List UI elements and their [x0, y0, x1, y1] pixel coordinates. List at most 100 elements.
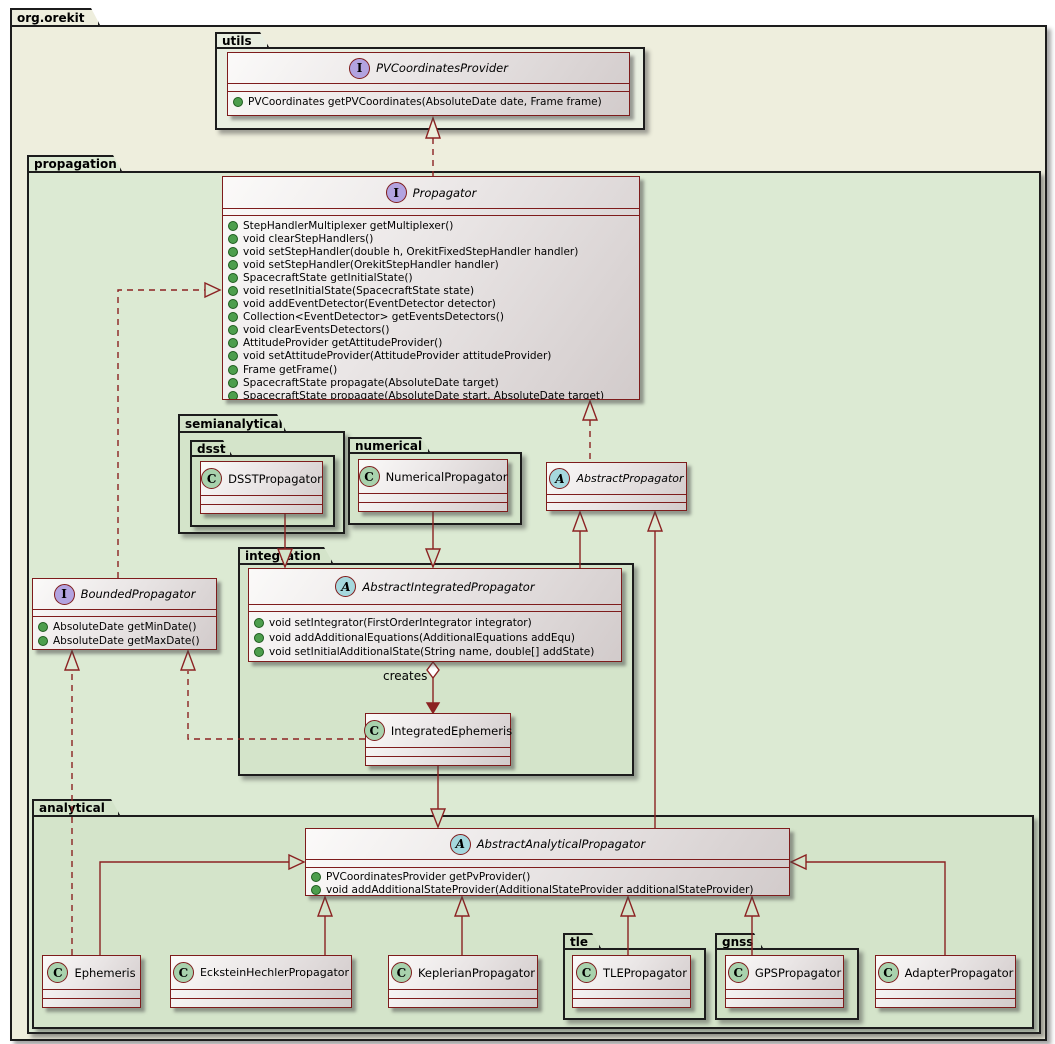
class-icon: C: [358, 466, 380, 487]
method-row: void addAdditionalStateProvider(Addition…: [311, 884, 784, 895]
method-row: SpacecraftState getInitialState(): [228, 271, 634, 284]
public-method-icon: [311, 871, 321, 882]
method-text: AbsoluteDate getMaxDate(): [53, 635, 200, 647]
class-name: AbstractAnalyticalPropagator: [476, 837, 646, 851]
class-boundedpropagator: I BoundedPropagator AbsoluteDate getMinD…: [32, 578, 217, 650]
public-method-icon: [228, 299, 238, 310]
method-row: void clearEventsDetectors(): [228, 324, 634, 337]
method-text: PVCoordinatesProvider getPvProvider(): [326, 870, 531, 883]
method-row: AbsoluteDate getMaxDate(): [38, 634, 211, 648]
class-name: KeplerianPropagator: [417, 965, 536, 980]
class-header: C IntegratedEphemeris: [363, 714, 513, 747]
method-row: void clearStepHandlers(): [228, 232, 634, 245]
method-text: SpacecraftState propagate(AbsoluteDate s…: [243, 389, 605, 399]
public-method-icon: [254, 632, 264, 643]
class-name: Ephemeris: [74, 965, 136, 980]
package-tab-utils: utils: [215, 32, 269, 47]
public-method-icon: [38, 622, 48, 632]
package-tab-tle: tle: [563, 933, 601, 948]
interface-icon: I: [349, 57, 371, 79]
class-icon: C: [47, 962, 69, 983]
method-row: void addAdditionalEquations(AdditionalEq…: [254, 631, 616, 646]
class-header: A AbstractIntegratedPropagator: [249, 569, 621, 604]
class-integratedephemeris: C IntegratedEphemeris: [363, 713, 513, 766]
method-text: void addAdditionalStateProvider(Addition…: [326, 884, 754, 895]
method-text: void resetInitialState(SpacecraftState s…: [243, 285, 475, 298]
abstract-class-icon: A: [449, 833, 471, 855]
method-row: AttitudeProvider getAttitudeProvider(): [228, 337, 634, 350]
class-abstractpropagator: A AbstractPropagator: [546, 462, 687, 511]
public-method-icon: [254, 618, 264, 629]
package-tab-propagation: propagation: [27, 155, 122, 171]
class-icon: C: [201, 468, 223, 489]
public-method-icon: [254, 647, 264, 658]
class-numericalpropagator: C NumericalPropagator: [358, 459, 508, 512]
class-name: NumericalPropagator: [385, 469, 508, 484]
class-abstractintegratedpropagator: A AbstractIntegratedPropagator void setI…: [248, 568, 622, 662]
package-tab-numerical: numerical: [348, 437, 430, 452]
public-method-icon: [311, 885, 321, 895]
class-name: AbstractIntegratedPropagator: [362, 579, 535, 594]
class-pvcoordinatesprovider: I PVCoordinatesProvider PVCoordinates ge…: [227, 52, 630, 116]
method-row: AbsoluteDate getMinDate(): [38, 620, 211, 634]
method-row: void setAttitudeProvider(AttitudeProvide…: [228, 350, 634, 363]
class-icon: C: [363, 720, 385, 741]
method-row: StepHandlerMultiplexer getMultiplexer(): [228, 219, 634, 232]
class-header: C EcksteinHechlerPropagator: [171, 956, 351, 989]
public-method-icon: [228, 338, 238, 349]
method-text: PVCoordinates getPVCoordinates(AbsoluteD…: [248, 96, 602, 108]
class-ephemeris: C Ephemeris: [42, 955, 141, 1008]
method-row: void setStepHandler(double h, OrekitFixe…: [228, 245, 634, 258]
class-name: DSSTPropagator: [228, 471, 322, 486]
class-header: A AbstractAnalyticalPropagator: [306, 829, 789, 859]
class-icon: C: [576, 962, 598, 983]
method-text: AbsoluteDate getMinDate(): [53, 621, 197, 633]
class-dsstpropagator: C DSSTPropagator: [200, 461, 323, 514]
method-text: Frame getFrame(): [243, 363, 338, 376]
class-abstractanalyticalpropagator: A AbstractAnalyticalPropagator PVCoordin…: [305, 828, 790, 896]
class-name: IntegratedEphemeris: [390, 723, 513, 738]
method-row: void setStepHandler(OrekitStepHandler ha…: [228, 258, 634, 271]
method-text: void clearStepHandlers(): [243, 232, 374, 245]
package-tab-dsst: dsst: [190, 440, 232, 455]
public-method-icon: [228, 272, 238, 283]
class-header: I Propagator: [223, 177, 639, 208]
public-method-icon: [228, 325, 238, 336]
public-method-icon: [228, 246, 238, 257]
method-text: AttitudeProvider getAttitudeProvider(): [243, 337, 443, 350]
method-row: PVCoordinatesProvider getPvProvider(): [311, 870, 784, 884]
public-method-icon: [38, 636, 48, 646]
class-tlepropagator: C TLEPropagator: [572, 955, 691, 1008]
method-row: SpacecraftState propagate(AbsoluteDate s…: [228, 389, 634, 399]
method-text: void addEventDetector(EventDetector dete…: [243, 298, 496, 311]
class-name: AbstractPropagator: [576, 472, 684, 485]
public-method-icon: [228, 220, 238, 231]
abstract-class-icon: A: [549, 468, 571, 489]
class-gpspropagator: C GPSPropagator: [725, 955, 844, 1008]
method-text: SpacecraftState propagate(AbsoluteDate t…: [243, 376, 499, 389]
public-method-icon: [228, 259, 238, 270]
public-method-icon: [228, 351, 238, 362]
method-row: SpacecraftState propagate(AbsoluteDate t…: [228, 376, 634, 389]
class-header: C GPSPropagator: [726, 956, 843, 989]
method-text: void setIntegrator(FirstOrderIntegrator …: [269, 617, 532, 630]
class-icon: C: [727, 962, 749, 983]
class-header: C NumericalPropagator: [358, 460, 508, 493]
class-name: BoundedPropagator: [80, 587, 196, 601]
method-row: Frame getFrame(): [228, 363, 634, 376]
class-header: I BoundedPropagator: [33, 579, 216, 609]
interface-icon: I: [385, 182, 407, 203]
method-text: StepHandlerMultiplexer getMultiplexer(): [243, 219, 454, 232]
class-header: C AdapterPropagator: [876, 956, 1015, 989]
public-method-icon: [228, 390, 238, 399]
method-row: void setInitialAdditionalState(String na…: [254, 645, 616, 660]
method-row: Collection<EventDetector> getEventsDetec…: [228, 311, 634, 324]
method-row: void resetInitialState(SpacecraftState s…: [228, 284, 634, 297]
class-header: C KeplerianPropagator: [389, 956, 537, 989]
public-method-icon: [233, 97, 243, 107]
method-text: void setInitialAdditionalState(String na…: [269, 646, 595, 659]
public-method-icon: [228, 286, 238, 297]
abstract-class-icon: A: [335, 576, 357, 597]
